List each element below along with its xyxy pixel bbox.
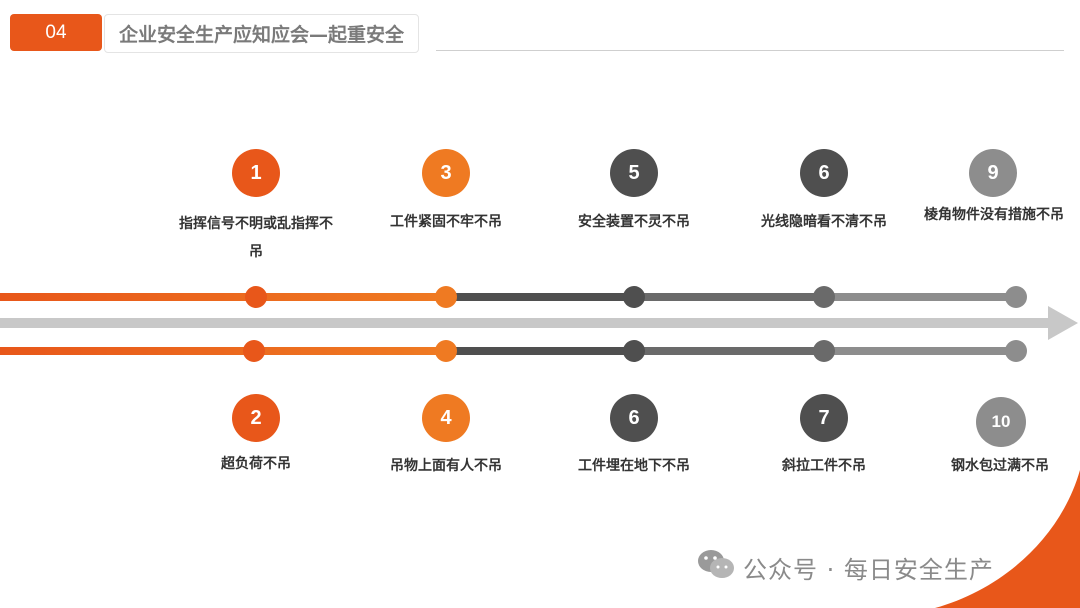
bottom-node-10 bbox=[1005, 340, 1027, 362]
watermark: 公众号 · 每日安全生产 bbox=[697, 548, 994, 586]
top-item-badge-6: 6 bbox=[800, 149, 848, 197]
bottom-item-label-10: 钢水包过满不吊 bbox=[951, 458, 1049, 474]
bottom-item-label-7: 斜拉工件不吊 bbox=[782, 458, 866, 474]
bottom-track bbox=[0, 340, 1027, 362]
top-item-label-3: 工件紧固不牢不吊 bbox=[390, 214, 502, 230]
top-node-6 bbox=[813, 286, 835, 308]
bottom-track-mid-segment bbox=[634, 347, 824, 355]
top-node-9 bbox=[1005, 286, 1027, 308]
top-track-light-segment bbox=[824, 293, 1016, 301]
bottom-item-badge-2: 2 bbox=[232, 394, 280, 442]
bottom-item-badge-6: 6 bbox=[610, 394, 658, 442]
page-title: 企业安全生产应知应会—起重安全 bbox=[104, 14, 420, 53]
header-divider bbox=[436, 50, 1064, 51]
bottom-item-badge-10: 10 bbox=[976, 397, 1026, 447]
bottom-item-label-2: 超负荷不吊 bbox=[221, 456, 291, 472]
top-item-badge-5: 5 bbox=[610, 149, 658, 197]
wechat-icon bbox=[697, 548, 735, 586]
top-track-dark-segment bbox=[446, 293, 634, 301]
bottom-track-orange-segment bbox=[0, 347, 446, 355]
top-item-label-6: 光线隐暗看不清不吊 bbox=[761, 214, 887, 230]
corner-swoosh-decoration bbox=[935, 470, 1080, 608]
top-node-3 bbox=[435, 286, 457, 308]
bottom-node-2 bbox=[243, 340, 265, 362]
bottom-item-label-4: 吊物上面有人不吊 bbox=[390, 458, 502, 474]
top-item-badge-1: 1 bbox=[232, 149, 280, 197]
top-item-label-9: 棱角物件没有措施不吊 bbox=[924, 207, 1064, 223]
bottom-track-light-segment bbox=[824, 347, 1016, 355]
top-item-badge-9: 9 bbox=[969, 149, 1017, 197]
timeline-arrow-shaft bbox=[0, 318, 1050, 328]
watermark-text: 公众号 · 每日安全生产 bbox=[743, 555, 994, 584]
bottom-node-4 bbox=[435, 340, 457, 362]
top-node-5 bbox=[623, 286, 645, 308]
top-track bbox=[0, 286, 1027, 308]
top-item-label-1: 指挥信号不明或乱指挥不吊 bbox=[179, 216, 333, 260]
top-node-1 bbox=[245, 286, 267, 308]
section-number: 04 bbox=[45, 21, 67, 43]
bottom-item-label-6: 工件埋在地下不吊 bbox=[578, 458, 690, 474]
bottom-item-badge-7: 7 bbox=[800, 394, 848, 442]
timeline-arrowhead bbox=[1048, 306, 1078, 340]
top-track-orange-segment bbox=[0, 293, 446, 301]
bottom-item-badge-4: 4 bbox=[422, 394, 470, 442]
bottom-node-7 bbox=[813, 340, 835, 362]
top-track-mid-segment bbox=[634, 293, 824, 301]
bottom-track-dark-segment bbox=[446, 347, 634, 355]
top-item-badge-3: 3 bbox=[422, 149, 470, 197]
bottom-node-6 bbox=[623, 340, 645, 362]
section-number-badge: 04 bbox=[10, 14, 102, 51]
top-item-label-5: 安全装置不灵不吊 bbox=[578, 214, 690, 230]
